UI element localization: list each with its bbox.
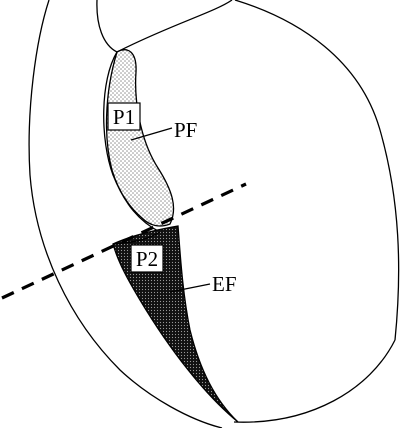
ef-leader-line [169, 283, 211, 293]
p2-label-box [130, 244, 164, 273]
pf-leader-line [130, 127, 173, 141]
ef-label: EF [212, 272, 237, 296]
ef-inner-line [112, 231, 161, 245]
ef-region [112, 225, 239, 423]
bottom-contour [233, 339, 396, 423]
p1-label: P1 [113, 105, 135, 129]
pf-label: PF [174, 118, 197, 142]
inner-top-contour [96, 0, 233, 53]
p1-label-box [107, 102, 141, 131]
p2-label: P2 [136, 247, 158, 271]
outer-left-contour [28, 0, 223, 428]
right-contour [234, 0, 400, 341]
dashed-plane-line [1, 182, 247, 300]
